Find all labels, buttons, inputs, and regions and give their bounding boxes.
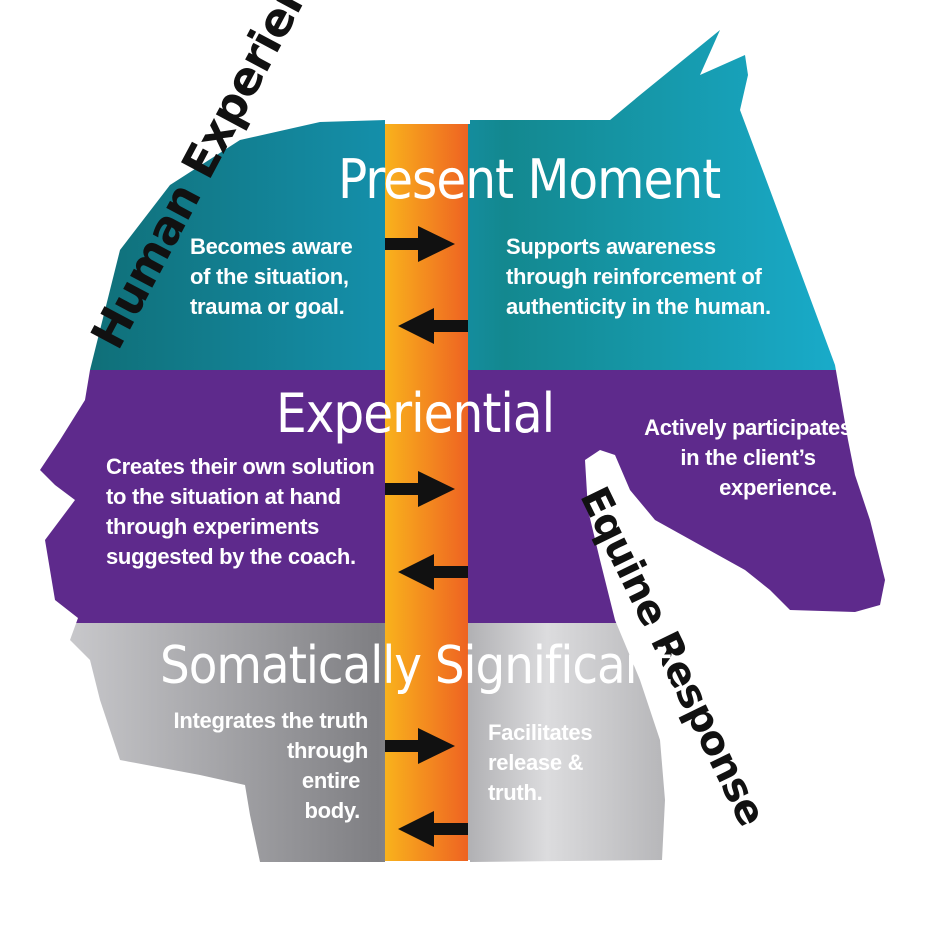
somatic-equine-text: Facilitates release & truth. [488, 718, 593, 808]
text-line: body. [304, 798, 360, 823]
experiential-equine-text: Actively participates in the client’s ex… [638, 413, 858, 503]
somatically-significant-title: Somatically Significant [160, 636, 672, 696]
arrow-left-experiential [398, 554, 468, 590]
text-line: Supports awareness [506, 234, 716, 259]
somatic-human-text: Integrates the truth through entire body… [120, 706, 369, 826]
present-moment-equine-text: Supports awareness through reinforcement… [506, 232, 771, 322]
text-line: authenticity in the human. [506, 294, 771, 319]
text-line: of the situation, [190, 264, 349, 289]
text-line: trauma or goal. [190, 294, 345, 319]
text-line: in the client’s [680, 445, 816, 470]
experiential-title: Experiential [276, 382, 555, 445]
text-line: Facilitates [488, 720, 593, 745]
text-line: Becomes aware [190, 234, 353, 259]
arrow-left-somatic [398, 811, 468, 847]
arrow-left-present [398, 308, 468, 344]
text-line: through experiments [106, 514, 320, 539]
experiential-human-text: Creates their own solution to the situat… [106, 452, 375, 572]
text-line: suggested by the coach. [106, 544, 356, 569]
arrow-right-experiential [385, 471, 455, 507]
text-line: experience. [719, 475, 837, 500]
text-line: truth. [488, 780, 543, 805]
text-line: Creates their own solution [106, 454, 375, 479]
text-line: Actively participates [644, 415, 852, 440]
present-moment-title: Present Moment [338, 148, 721, 211]
text-line: release & [488, 750, 584, 775]
text-line: to the situation at hand [106, 484, 341, 509]
text-line: through reinforcement of [506, 264, 762, 289]
text-line: Integrates the truth [173, 708, 369, 733]
arrow-right-present [385, 226, 455, 262]
text-line: entire [301, 768, 360, 793]
present-moment-human-text: Becomes aware of the situation, trauma o… [190, 232, 353, 322]
arrow-right-somatic [385, 728, 455, 764]
text-line: through [287, 738, 368, 763]
